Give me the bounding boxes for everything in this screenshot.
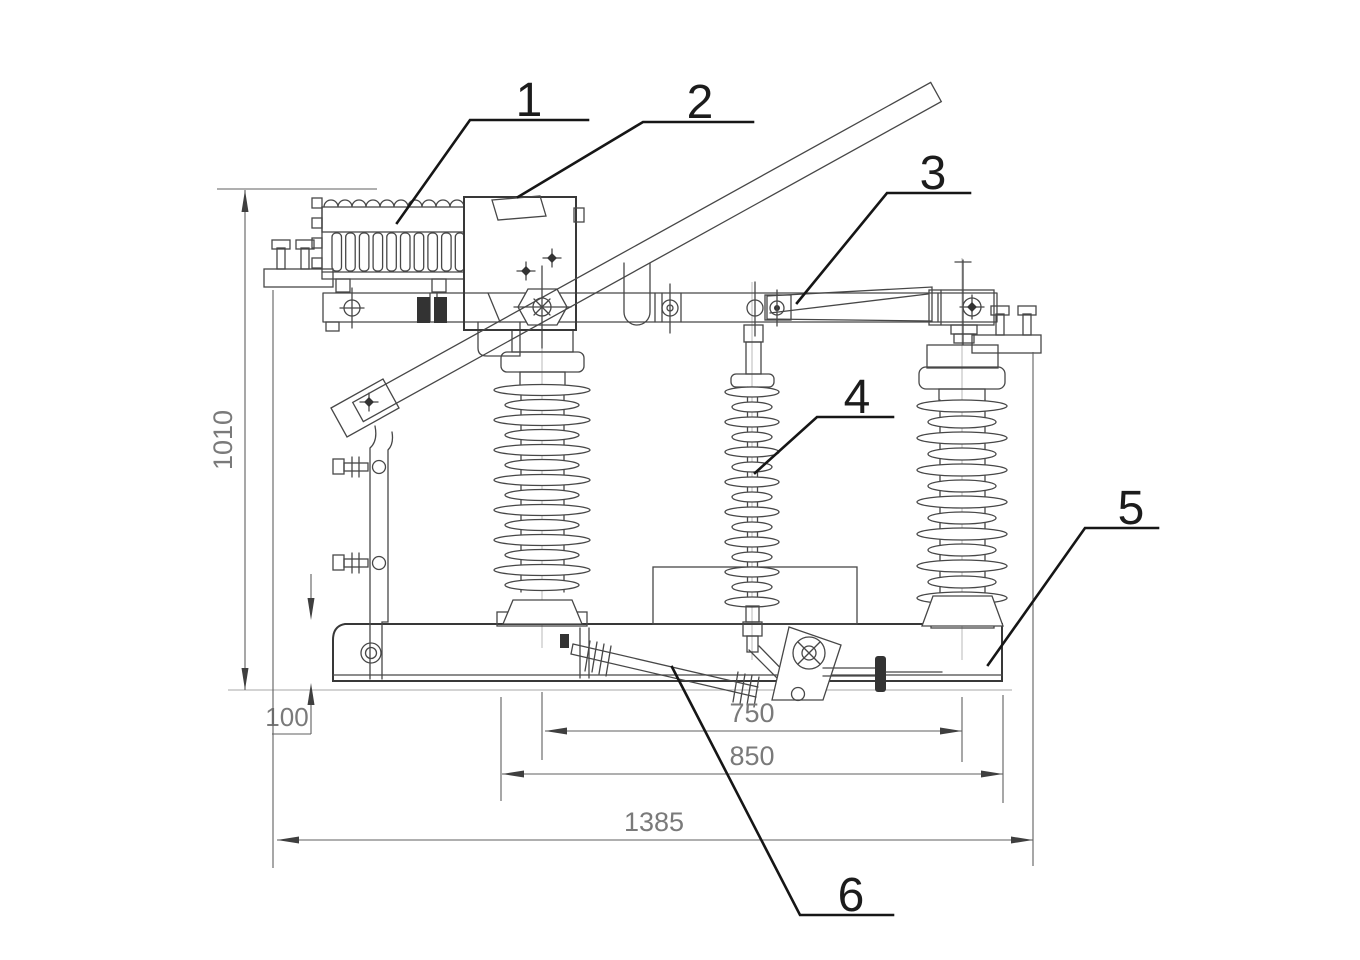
drive-linkage: [560, 626, 943, 708]
right-terminal: [971, 305, 1042, 354]
callout-1-number: 1: [516, 74, 543, 127]
callout-6-number: 6: [838, 869, 865, 922]
dim-overall-height: 1010: [208, 410, 238, 470]
dimension-lines: 1010 100 750 850 1385: [208, 188, 1034, 868]
spring-right: [732, 671, 760, 708]
dim-base-height: 100: [265, 702, 308, 732]
side-bolts: [311, 197, 323, 269]
dim-span-inner: 750: [729, 698, 774, 728]
left-terminal: [263, 239, 334, 288]
cooling-fins: [331, 232, 465, 272]
callout-5-number: 5: [1118, 482, 1145, 535]
pivot-hex-bolt: [513, 265, 572, 349]
callout-3-leader: [795, 191, 972, 305]
beam-clamp: [417, 297, 430, 323]
blade-arm: [764, 286, 933, 327]
spring-left: [584, 640, 612, 677]
interrupter-box: [311, 197, 465, 293]
callout-3-number: 3: [920, 147, 947, 200]
lever-bracket: [332, 425, 394, 680]
middle-insulator: [724, 324, 780, 653]
bell-crank: [771, 626, 842, 702]
operating-lever: [330, 81, 943, 438]
left-insulator: [493, 329, 591, 627]
callout-2-leader: [516, 120, 755, 199]
lever-end-plate: [330, 378, 400, 438]
right-insulator: [916, 259, 1008, 629]
callout-1-leader: [395, 118, 590, 225]
dim-span-outer: 850: [729, 741, 774, 771]
housing-bolt-stars: [516, 248, 562, 281]
housing-window: [491, 195, 547, 221]
callout-6-leader: [670, 665, 895, 917]
flexible-connector-loop: [623, 262, 651, 326]
callout-4-number: 4: [844, 371, 871, 424]
callout-5-leader: [986, 526, 1160, 667]
callouts: 1 2 3 4 5 6: [395, 74, 1160, 922]
dim-overall-length: 1385: [624, 807, 684, 837]
callout-4-leader: [753, 415, 895, 475]
callout-2-number: 2: [687, 76, 714, 129]
